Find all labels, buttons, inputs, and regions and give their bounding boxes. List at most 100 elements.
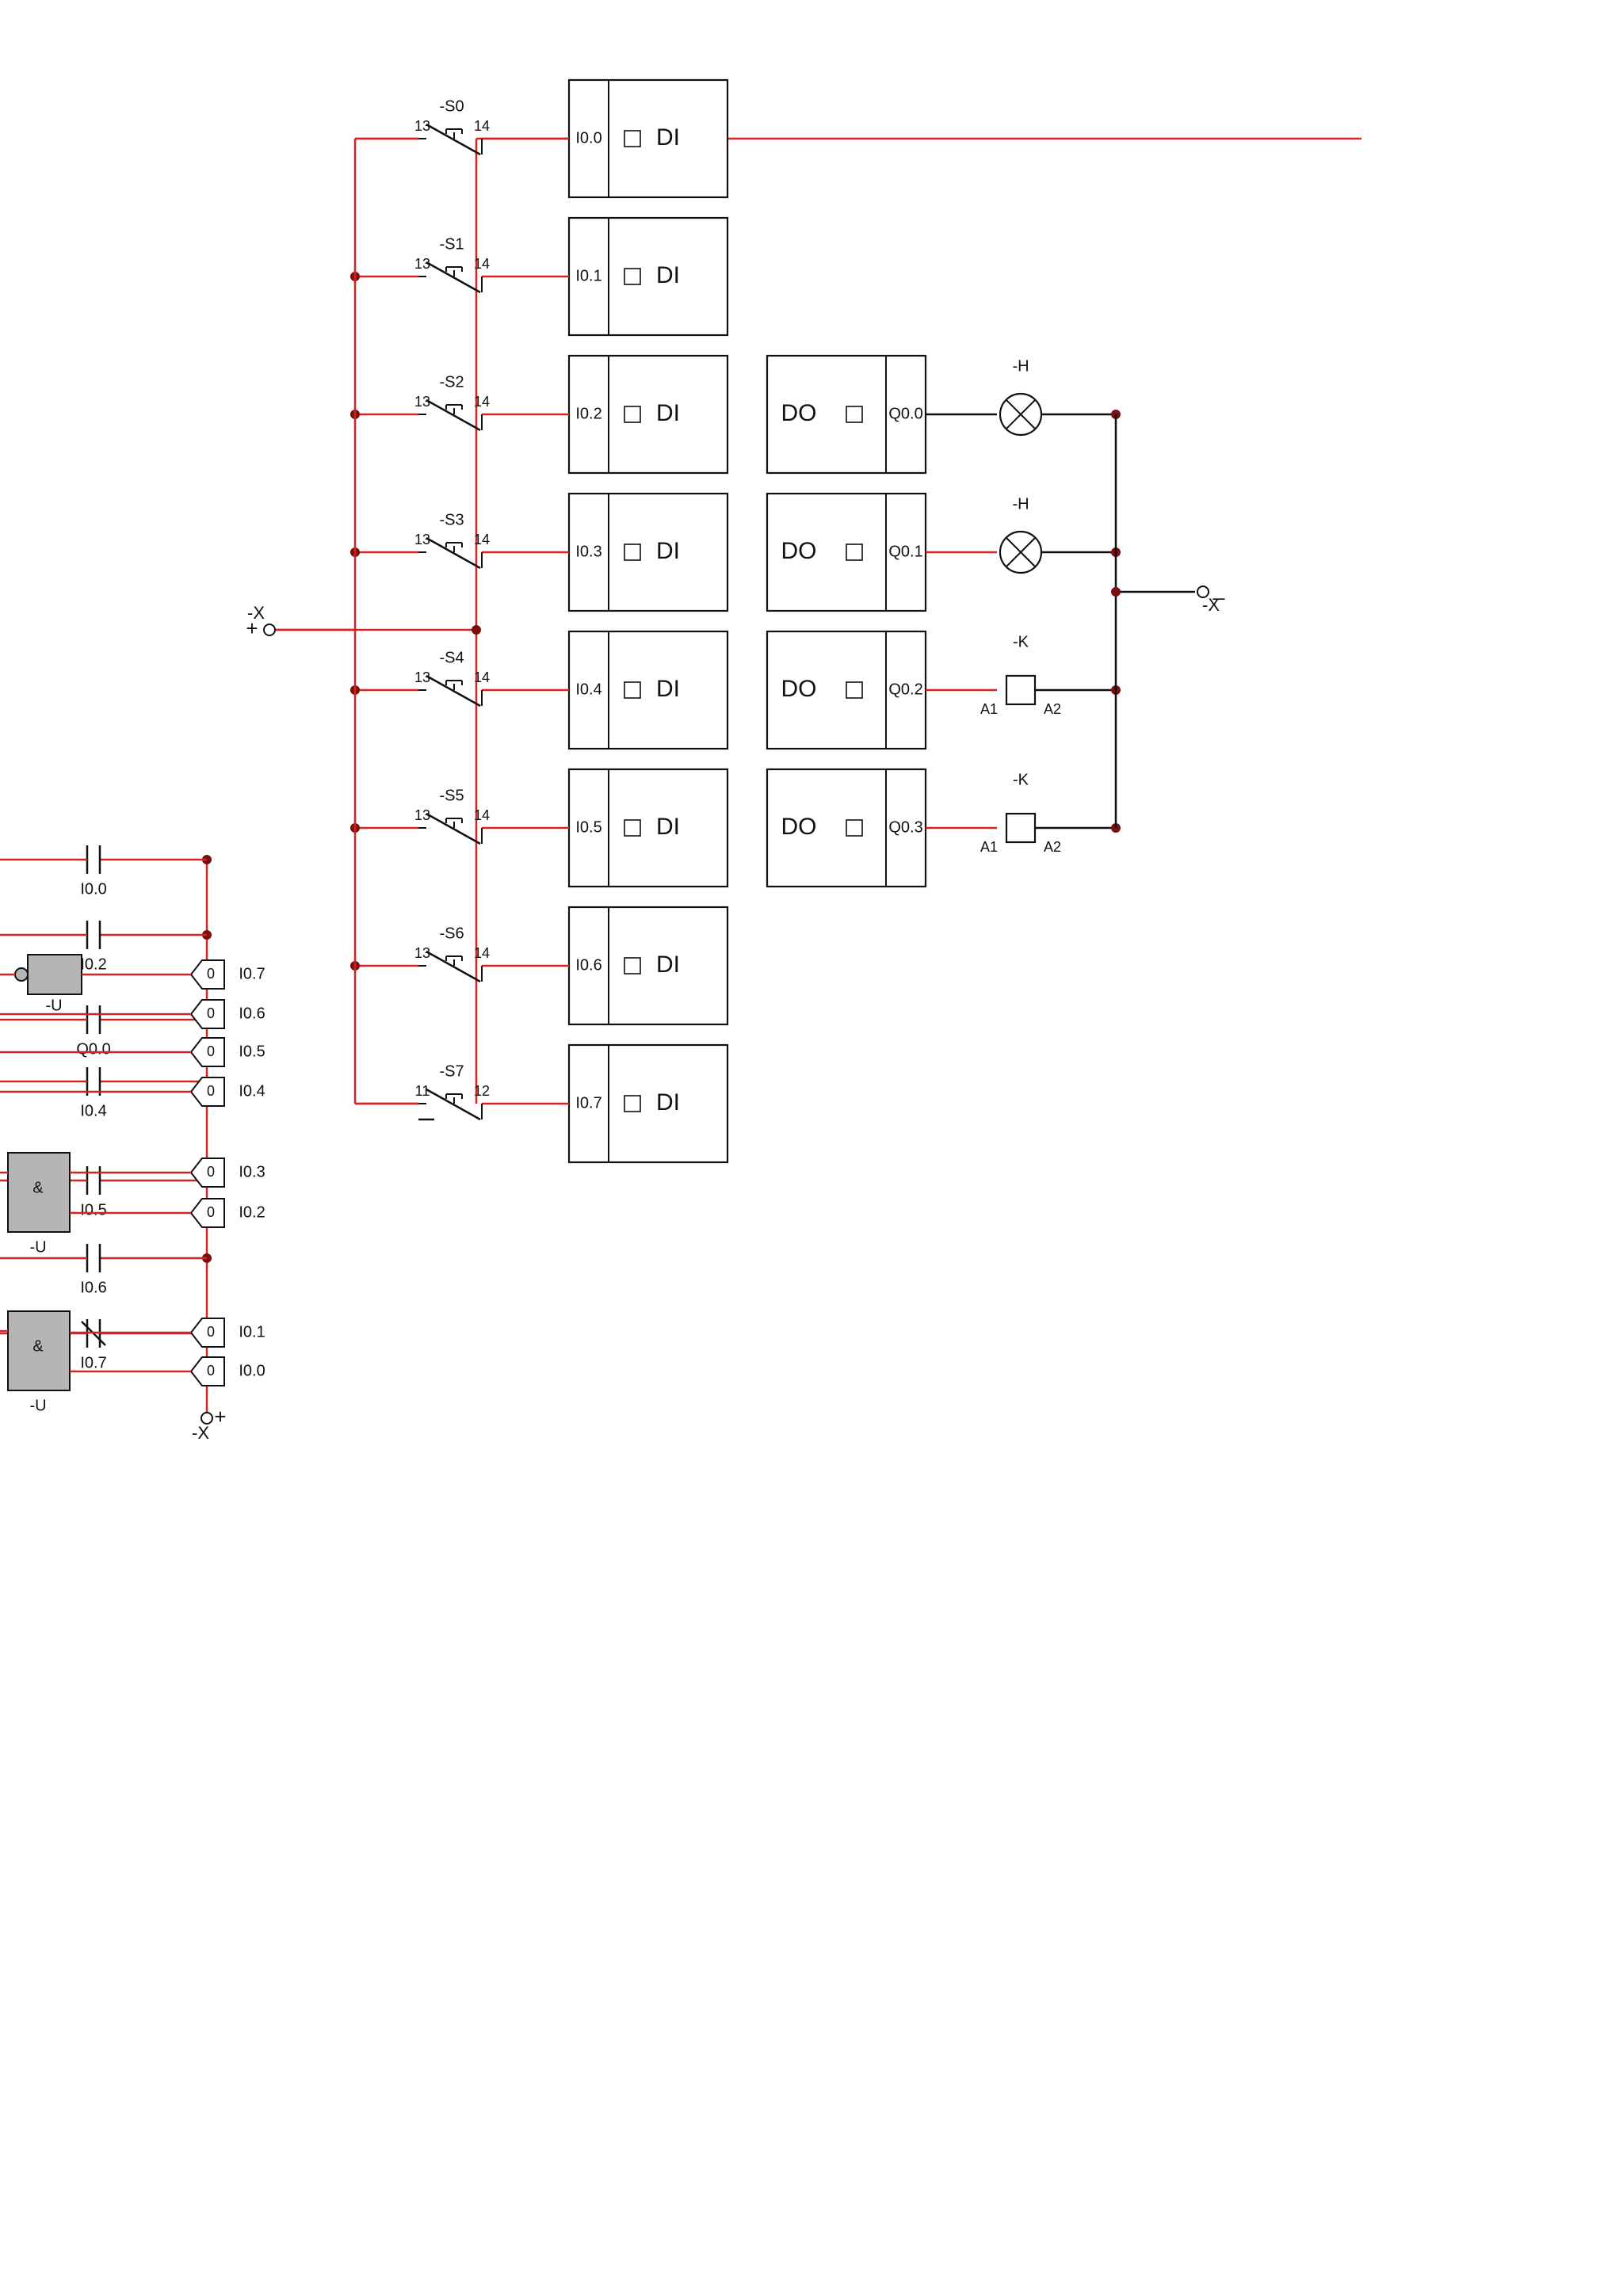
- terminal-circle: [200, 1412, 213, 1425]
- switch-blade: [426, 536, 481, 570]
- ladder-rung-1: I0.2I0.3Q0.1: [0, 921, 207, 973]
- pin-label: 13: [414, 945, 430, 961]
- contact-label: I0.7: [80, 1354, 106, 1371]
- contact-label: I0.2: [80, 955, 106, 973]
- pin-label: 13: [414, 394, 430, 410]
- channel-indicator: [624, 681, 641, 699]
- supply-terminal-plus: [263, 624, 276, 636]
- output-channel-1: Q0.1 DO -H: [766, 492, 1121, 612]
- and-block: [7, 1310, 71, 1391]
- and-block: [7, 1152, 71, 1233]
- input-pin: [189, 1356, 225, 1386]
- inversion-bubble: [14, 967, 29, 982]
- not-gate: -U: [0, 954, 191, 1014]
- terminal-label: -X: [192, 1423, 209, 1443]
- pin-label: I0.3: [239, 1163, 265, 1180]
- terminal-circle: [263, 624, 276, 636]
- gate-tag: -U: [45, 997, 62, 1014]
- module-type: DI: [656, 262, 680, 288]
- junction-dot: [472, 625, 481, 635]
- pin-label: 13: [414, 256, 430, 272]
- input-pin: [189, 1158, 225, 1188]
- module-type: DI: [656, 400, 680, 426]
- pin-value: 0: [207, 1164, 215, 1180]
- plus-sign: +: [246, 616, 258, 640]
- input-pin: [189, 1318, 225, 1348]
- switch-blade: [426, 399, 481, 432]
- and-gate-2: &-U: [7, 1152, 191, 1256]
- channel-indicator: [624, 1095, 641, 1112]
- ladder-or-branch-0: I0.4: [0, 1067, 207, 1119]
- module-type: DO: [781, 814, 817, 840]
- terminal-label: -X: [247, 603, 265, 623]
- pin-label: 14: [474, 945, 490, 961]
- output-address: Q0.1: [888, 543, 922, 560]
- switch-tag: -S2: [439, 373, 464, 391]
- channel-indicator: [846, 819, 863, 837]
- output-address: Q0.0: [888, 405, 922, 422]
- input-pin: [189, 1037, 225, 1067]
- input-address: I0.1: [575, 267, 601, 284]
- ladder-rung-2: Q0.0Q0.1Q0.3: [0, 1005, 207, 1058]
- module-type: DI: [656, 124, 680, 151]
- pin-label: 13: [414, 807, 430, 823]
- input-address: I0.4: [575, 681, 601, 698]
- switch-blade: [426, 261, 481, 294]
- contact-label: I0.4: [80, 1102, 106, 1119]
- device-tag: -K: [1013, 633, 1029, 650]
- module-type: DI: [656, 814, 680, 840]
- pin-label: 14: [474, 118, 490, 134]
- lamp-cross: [1006, 399, 1036, 429]
- pin-value: 0: [207, 1324, 215, 1340]
- pin-value: 0: [207, 1363, 215, 1379]
- output-channel-0: Q0.0DO-H: [766, 354, 1121, 475]
- switch-tag: -S3: [439, 511, 464, 528]
- input-address: I0.3: [575, 543, 601, 560]
- not-block: [27, 954, 82, 995]
- junction-dot: [1111, 587, 1121, 597]
- or-gate: ≥1-U: [0, 1013, 191, 1093]
- module-type: DI: [656, 676, 680, 702]
- module-type: DO: [781, 676, 817, 702]
- fbd-input-I0.1: 0 I0.1: [189, 1318, 265, 1348]
- input-pin: [189, 1198, 225, 1228]
- contact-label: Q0.0: [76, 1040, 110, 1058]
- switch-tag: -S0: [439, 97, 464, 115]
- module-type: DI: [656, 538, 680, 564]
- channel-indicator: [624, 543, 641, 561]
- switch-tag: -S4: [439, 649, 464, 666]
- gate-symbol: &: [32, 1337, 44, 1355]
- device-tag: -H: [1012, 495, 1029, 513]
- pin-label: 13: [414, 669, 430, 685]
- gate-tag: -U: [29, 1397, 46, 1414]
- contact-label: I0.5: [80, 1201, 106, 1219]
- device-tag: -K: [1013, 771, 1029, 788]
- pin-label: 12: [474, 1083, 490, 1099]
- switch-tag: -S7: [439, 1062, 464, 1080]
- supply-terminal-minus: [1197, 585, 1209, 598]
- ladder-terminal-plus: [200, 1412, 213, 1425]
- pin-label: I0.4: [239, 1082, 265, 1100]
- pin-label: I0.7: [239, 965, 265, 982]
- and-gate-1: & -U: [7, 1310, 191, 1414]
- terminal-label: -X: [1202, 595, 1220, 615]
- pin-label: I0.1: [239, 1323, 265, 1341]
- pin-label: A1: [980, 839, 998, 855]
- ladder-or-branch-2: I0.6: [0, 1244, 207, 1296]
- input-address: I0.2: [575, 405, 601, 422]
- contact-label: I0.0: [80, 880, 106, 898]
- pin-label: 13: [414, 118, 430, 134]
- module-type: DO: [781, 538, 817, 564]
- gate-symbol: &: [32, 1179, 44, 1196]
- input-address: I0.7: [575, 1094, 601, 1112]
